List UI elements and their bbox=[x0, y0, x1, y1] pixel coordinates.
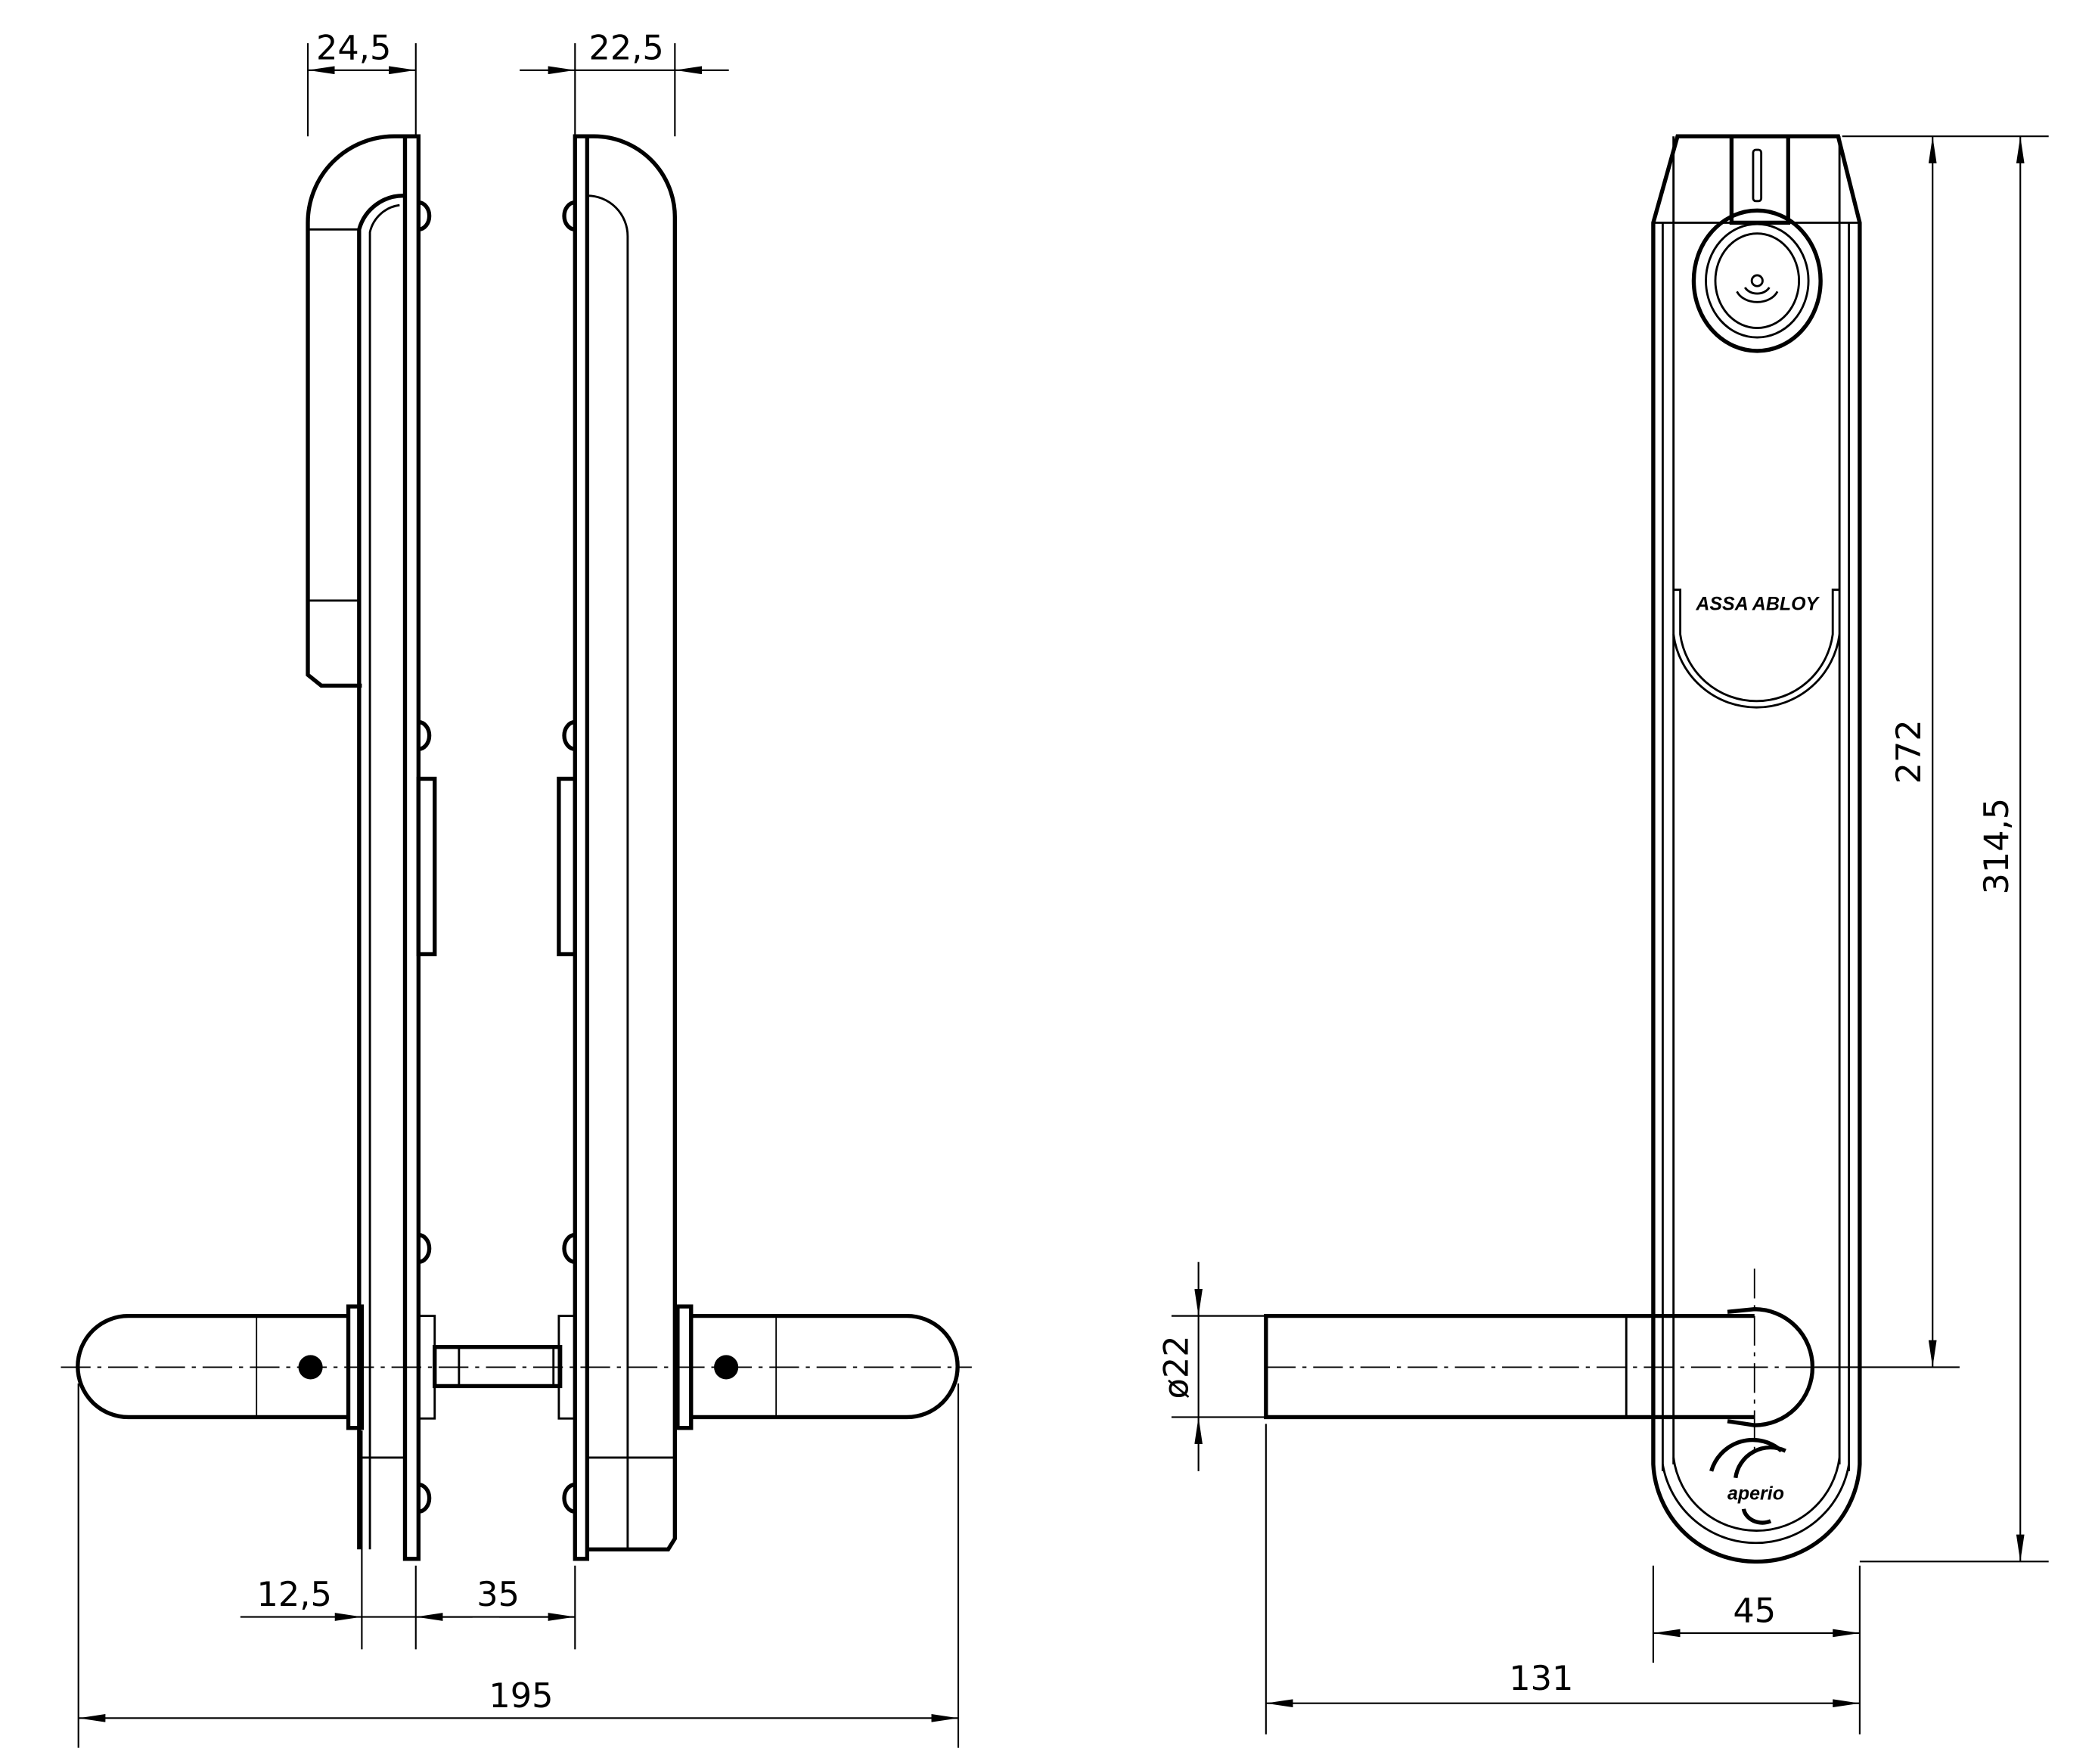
outer-backplate bbox=[402, 134, 421, 1561]
front-housing-outline bbox=[1651, 134, 1862, 1564]
dim-131: 131 bbox=[1509, 1659, 1573, 1698]
screw-heads bbox=[418, 200, 432, 1514]
front-view: ASSA ABLOY aperio bbox=[1264, 134, 1862, 1564]
led-slot bbox=[1752, 148, 1763, 203]
dim-35: 35 bbox=[476, 1575, 520, 1614]
dim-12-5: 12,5 bbox=[257, 1575, 332, 1614]
logo-panel bbox=[1673, 589, 1840, 703]
inner-lever bbox=[691, 1313, 960, 1420]
dim-314-5: 314,5 bbox=[1977, 798, 2016, 895]
card-slot-housing bbox=[1729, 134, 1791, 225]
reader-area bbox=[1691, 208, 1823, 353]
assa-abloy-logo: ASSA ABLOY bbox=[1695, 593, 1820, 614]
reader-housing bbox=[306, 134, 416, 688]
inner-backplate bbox=[573, 134, 590, 1561]
dim-24-5: 24,5 bbox=[316, 29, 391, 68]
outer-plate bbox=[357, 194, 405, 1550]
screw-heads-inner bbox=[562, 200, 576, 1514]
inner-housing bbox=[587, 134, 678, 1551]
dim-45: 45 bbox=[1733, 1592, 1776, 1631]
aperio-logo: aperio bbox=[1709, 1437, 1786, 1525]
dim-diameter-22: ø22 bbox=[1156, 1335, 1196, 1399]
dim-22-5: 22,5 bbox=[588, 29, 663, 68]
cylinder-cutout bbox=[416, 776, 437, 957]
dim-195: 195 bbox=[489, 1676, 553, 1716]
dim-272: 272 bbox=[1889, 719, 1929, 784]
front-dimensions: 272 314,5 45 131 ø22 bbox=[1156, 135, 2049, 1734]
side-view-inner-unit bbox=[557, 134, 960, 1561]
side-view-outer-unit bbox=[76, 134, 437, 1561]
contactless-icon bbox=[1736, 274, 1779, 303]
side-dimensions: 24,5 22,5 12,5 35 195 bbox=[77, 29, 960, 1748]
svg-text:aperio: aperio bbox=[1727, 1483, 1784, 1504]
